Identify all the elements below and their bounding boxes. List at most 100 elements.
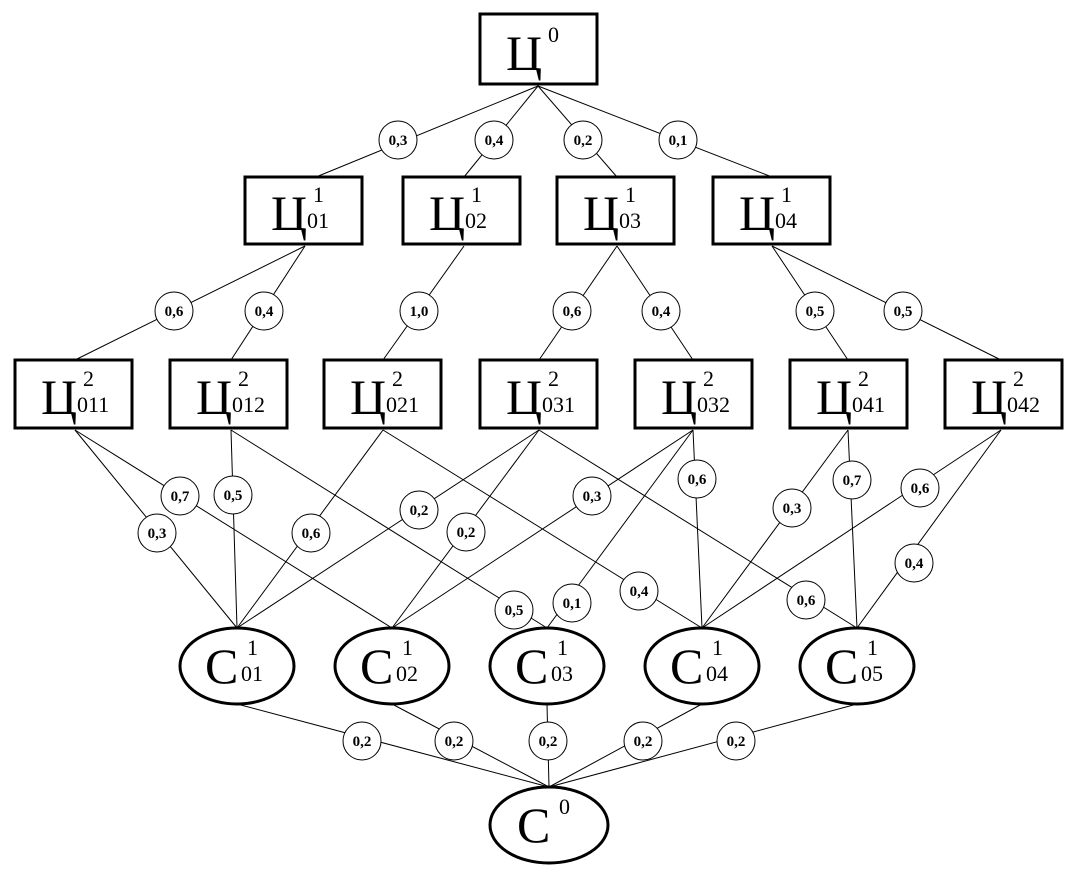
weight-label: 0,6 bbox=[688, 472, 707, 488]
node-letter: Ц bbox=[350, 369, 386, 425]
weight-circle bbox=[641, 291, 681, 331]
edge-weight: 0,4 bbox=[894, 543, 934, 583]
weight-label: 0,4 bbox=[630, 584, 649, 600]
weight-circle bbox=[552, 291, 592, 331]
weight-circle bbox=[677, 459, 717, 499]
weight-label: 0,2 bbox=[727, 734, 746, 750]
node-letter: Ц bbox=[583, 185, 619, 241]
weight-circle bbox=[244, 291, 284, 331]
goal-box bbox=[633, 358, 754, 430]
node-superscript: 2 bbox=[238, 366, 249, 391]
goal-box bbox=[788, 358, 909, 430]
node-superscript: 2 bbox=[858, 366, 869, 391]
weight-circle bbox=[795, 291, 835, 331]
edge-weight: 0,3 bbox=[378, 120, 418, 160]
node-superscript: 1 bbox=[781, 182, 792, 207]
weight-label: 0,4 bbox=[905, 556, 924, 572]
node-letter: Ц bbox=[506, 25, 542, 81]
node-subscript: 011 bbox=[77, 392, 109, 417]
node-letter: Ц bbox=[739, 185, 775, 241]
edge-weight: 0,2 bbox=[434, 721, 474, 761]
weight-label: 0,2 bbox=[353, 734, 372, 750]
node-superscript: 2 bbox=[703, 366, 714, 391]
weight-label: 0,2 bbox=[574, 133, 593, 149]
node-superscript: 1 bbox=[402, 635, 413, 660]
edge-c0-c01 bbox=[315, 85, 539, 178]
state-ellipse bbox=[798, 626, 916, 706]
node-letter: С bbox=[670, 638, 703, 694]
node-letter: С bbox=[517, 797, 550, 853]
weight-label: 0,2 bbox=[410, 503, 429, 519]
edge-c041-s05 bbox=[847, 429, 858, 629]
node-superscript: 0 bbox=[559, 794, 570, 819]
weight-label: 0,4 bbox=[255, 304, 274, 320]
weight-circle bbox=[446, 512, 486, 552]
node-superscript: 0 bbox=[548, 22, 559, 47]
weight-circle bbox=[900, 468, 940, 508]
edge-weight: 0,1 bbox=[552, 583, 592, 623]
weight-circle bbox=[786, 580, 826, 620]
node-letter: С bbox=[825, 638, 858, 694]
weight-circle bbox=[894, 543, 934, 583]
weight-circle bbox=[494, 590, 534, 630]
edge-weight: 0,4 bbox=[641, 291, 681, 331]
node-subscript: 021 bbox=[386, 392, 419, 417]
weight-circle bbox=[563, 120, 603, 160]
weight-circle bbox=[291, 513, 331, 553]
edge-weight: 0,6 bbox=[677, 459, 717, 499]
edge-c031-s01 bbox=[236, 429, 540, 629]
node-superscript: 1 bbox=[712, 635, 723, 660]
node-subscript: 02 bbox=[396, 661, 418, 686]
node-letter: С bbox=[205, 638, 238, 694]
node-subscript: 01 bbox=[307, 208, 329, 233]
weight-label: 0,5 bbox=[505, 603, 524, 619]
edge-weight: 0,5 bbox=[795, 291, 835, 331]
edge-weight: 0,5 bbox=[494, 590, 534, 630]
node-superscript: 2 bbox=[1013, 366, 1024, 391]
weight-circle bbox=[160, 476, 200, 516]
goal-box bbox=[13, 358, 134, 430]
weight-label: 0,7 bbox=[171, 489, 190, 505]
weight-circle bbox=[772, 488, 812, 528]
goal-box bbox=[478, 358, 599, 430]
node-letter: Ц bbox=[271, 185, 307, 241]
edge-weight: 0,2 bbox=[716, 721, 756, 761]
edge-weight: 0,6 bbox=[552, 291, 592, 331]
node-letter: С bbox=[515, 638, 548, 694]
edge-weight: 0,1 bbox=[658, 120, 698, 160]
weight-circle bbox=[399, 291, 439, 331]
node-subscript: 05 bbox=[861, 661, 883, 686]
edge-weight: 0,4 bbox=[619, 571, 659, 611]
edge-weight: 0,2 bbox=[342, 721, 382, 761]
weight-label: 0,2 bbox=[457, 525, 476, 541]
edge-weight: 1,0 bbox=[399, 291, 439, 331]
node-letter: Ц bbox=[661, 369, 697, 425]
edge-weight: 0,4 bbox=[244, 291, 284, 331]
node-subscript: 04 bbox=[706, 661, 728, 686]
edge-c041-s04 bbox=[701, 429, 849, 629]
weight-label: 0,2 bbox=[634, 734, 653, 750]
weight-circle bbox=[623, 721, 663, 761]
edge-weight: 0,4 bbox=[474, 120, 514, 160]
goal-box bbox=[711, 175, 832, 246]
weight-label: 0,6 bbox=[911, 481, 930, 497]
weight-circle bbox=[154, 291, 194, 331]
node-letter: Ц bbox=[196, 369, 232, 425]
node-subscript: 04 bbox=[775, 208, 797, 233]
edge-s05-s0 bbox=[548, 703, 858, 788]
weight-label: 0,6 bbox=[563, 304, 582, 320]
node-superscript: 2 bbox=[392, 366, 403, 391]
weight-circle bbox=[716, 721, 756, 761]
goal-box bbox=[168, 358, 289, 430]
